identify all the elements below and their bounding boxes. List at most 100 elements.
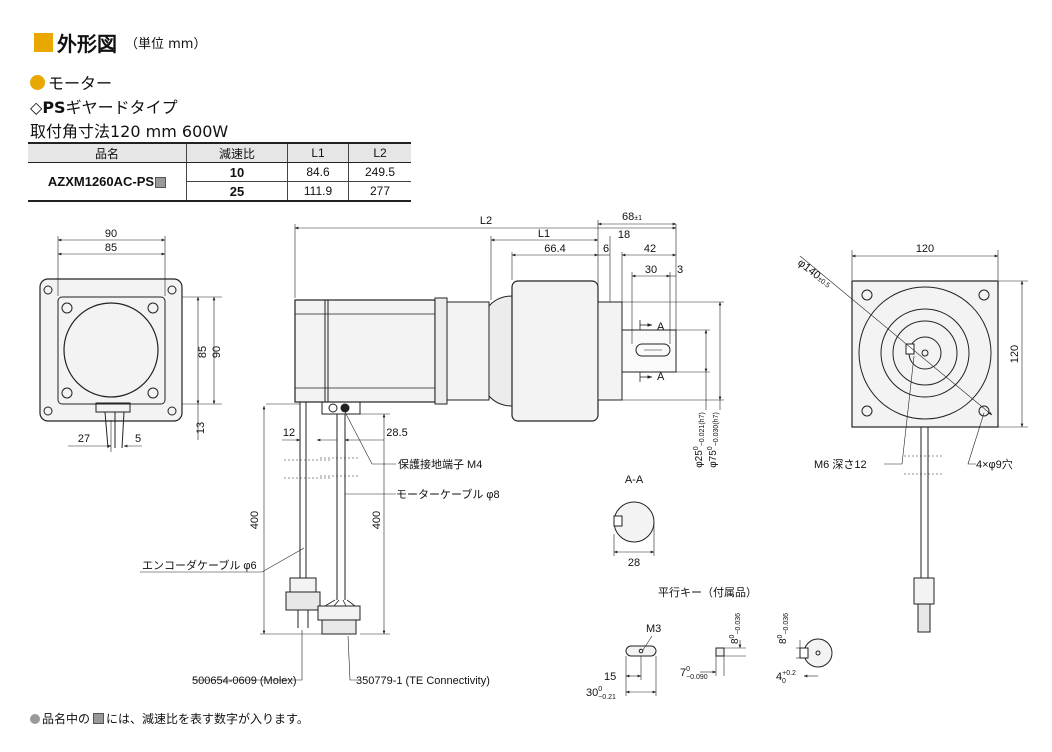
l2-cell: 277 xyxy=(348,181,411,202)
flange-outline xyxy=(39,278,183,422)
screw xyxy=(61,387,73,399)
dim-6: 6 xyxy=(603,243,609,255)
screw xyxy=(147,302,159,314)
dim-L2: L2 xyxy=(480,215,492,227)
section-mark-a1: A xyxy=(657,321,665,333)
heading-square-icon xyxy=(34,33,53,52)
label-te: 350779-1 (TE Connectivity) xyxy=(356,675,490,687)
side-view xyxy=(140,220,724,681)
key-15: 15 xyxy=(604,671,616,683)
section-title-text: モーター xyxy=(48,74,113,93)
gear-head xyxy=(511,280,599,422)
dim-90v: 90 xyxy=(211,346,223,358)
hole xyxy=(167,406,177,416)
rear-connector xyxy=(913,577,935,605)
dim-66-4: 66.4 xyxy=(544,243,565,255)
key-8b: 80−0.036 xyxy=(777,613,790,644)
aa-28: 28 xyxy=(628,557,640,569)
dim-28-5: 28.5 xyxy=(386,427,407,439)
pilot-circle xyxy=(858,286,992,420)
label-motor-cable: モーターケーブル φ8 xyxy=(396,487,500,501)
body-outline xyxy=(57,296,166,405)
ratio-cell: 25 xyxy=(186,181,288,202)
key-m3: M3 xyxy=(646,623,661,635)
header-ratio: 減速比 xyxy=(186,142,288,163)
header-l2: L2 xyxy=(348,142,411,163)
dim-400b: 400 xyxy=(371,511,383,529)
front-view xyxy=(39,236,222,452)
heading-title: 外形図 xyxy=(57,32,117,56)
table-row: 25 111.9 277 xyxy=(28,181,411,202)
cable-box xyxy=(95,402,131,413)
dim-30: 30 xyxy=(645,264,657,276)
dim-120v: 120 xyxy=(1009,345,1021,363)
hole xyxy=(43,285,53,295)
label-holes: 4×φ9穴 xyxy=(976,457,1013,471)
key-title: 平行キー（付属品） xyxy=(658,586,757,599)
section-mark-a2: A xyxy=(657,371,665,383)
footnote: 品名中の には、減速比を表す数字が入ります。 xyxy=(30,710,309,727)
dim-18: 18 xyxy=(618,229,630,241)
label-molex: 500654-0609 (Molex) xyxy=(192,675,297,687)
dim-3: 3 xyxy=(677,264,683,276)
aa-title: A-A xyxy=(625,474,644,486)
ratio-cell: 10 xyxy=(186,162,288,182)
motor-connector xyxy=(317,605,361,621)
table-header-row: 品名 減速比 L1 L2 xyxy=(28,142,411,163)
model-name: AZXM1260AC-PS xyxy=(47,174,155,189)
screw xyxy=(61,302,73,314)
footnote-dot-icon xyxy=(30,713,40,724)
body-circle xyxy=(63,302,159,398)
bullet-dot-icon xyxy=(30,74,45,90)
diamond-icon: ◇ xyxy=(30,98,43,117)
hole xyxy=(978,405,990,417)
size-line: 取付角寸法120 mm 600W xyxy=(30,122,229,141)
gear-pilot xyxy=(597,301,623,401)
gear-flange xyxy=(851,280,999,428)
dim-400a: 400 xyxy=(249,511,261,529)
placeholder-square-icon xyxy=(93,713,105,724)
type-bold: PS xyxy=(42,98,66,117)
l1-cell: 84.6 xyxy=(287,162,349,182)
screw xyxy=(147,387,159,399)
l1-cell: 111.9 xyxy=(287,181,349,202)
model-cell: AZXM1260AC-PS xyxy=(28,162,187,202)
placeholder-square-icon xyxy=(155,177,167,189)
rear-view xyxy=(799,250,1028,633)
label-m6: M6 深さ12 xyxy=(814,458,867,471)
section-title: モーター xyxy=(30,70,112,94)
dim-13: 13 xyxy=(195,422,207,434)
key-drawing xyxy=(625,635,833,696)
dim-42: 42 xyxy=(644,243,656,255)
motor-body xyxy=(294,299,436,403)
key-30: 300−0.21 xyxy=(586,686,616,701)
dim-120: 120 xyxy=(916,243,934,255)
footnote-text-b: には、減速比を表す数字が入ります。 xyxy=(106,712,309,726)
spec-table: 品名 減速比 L1 L2 AZXM1260AC-PS 10 84.6 249.5… xyxy=(28,142,411,202)
key-slot xyxy=(635,343,671,357)
hole xyxy=(43,406,53,416)
dim-27: 27 xyxy=(78,433,90,445)
type-rest: ギヤードタイプ xyxy=(65,98,178,117)
output-shaft xyxy=(621,329,677,373)
hole xyxy=(978,289,990,301)
dim-pilot-75: φ750−0.030(h7) xyxy=(707,412,720,468)
gear-adapter xyxy=(488,295,513,407)
dim-85: 85 xyxy=(105,242,117,254)
dim-shaft-25: φ250−0.021(h7) xyxy=(693,412,706,468)
dim-5: 5 xyxy=(135,433,141,445)
hole xyxy=(861,289,873,301)
dim-85v: 85 xyxy=(197,346,209,358)
adapter xyxy=(446,301,490,401)
cable-outlet xyxy=(321,401,361,415)
heading-unit: （単位 mm） xyxy=(125,37,207,52)
hole xyxy=(167,285,177,295)
key-8a: 80−0.036 xyxy=(729,613,742,644)
table-row: AZXM1260AC-PS 10 84.6 249.5 xyxy=(28,162,411,202)
type-line: ◇PSギヤードタイプ xyxy=(30,94,178,118)
dim-140: φ140±0.5 xyxy=(795,257,833,291)
key-7: 70−0.090 xyxy=(680,666,708,681)
dim-90: 90 xyxy=(105,228,117,240)
